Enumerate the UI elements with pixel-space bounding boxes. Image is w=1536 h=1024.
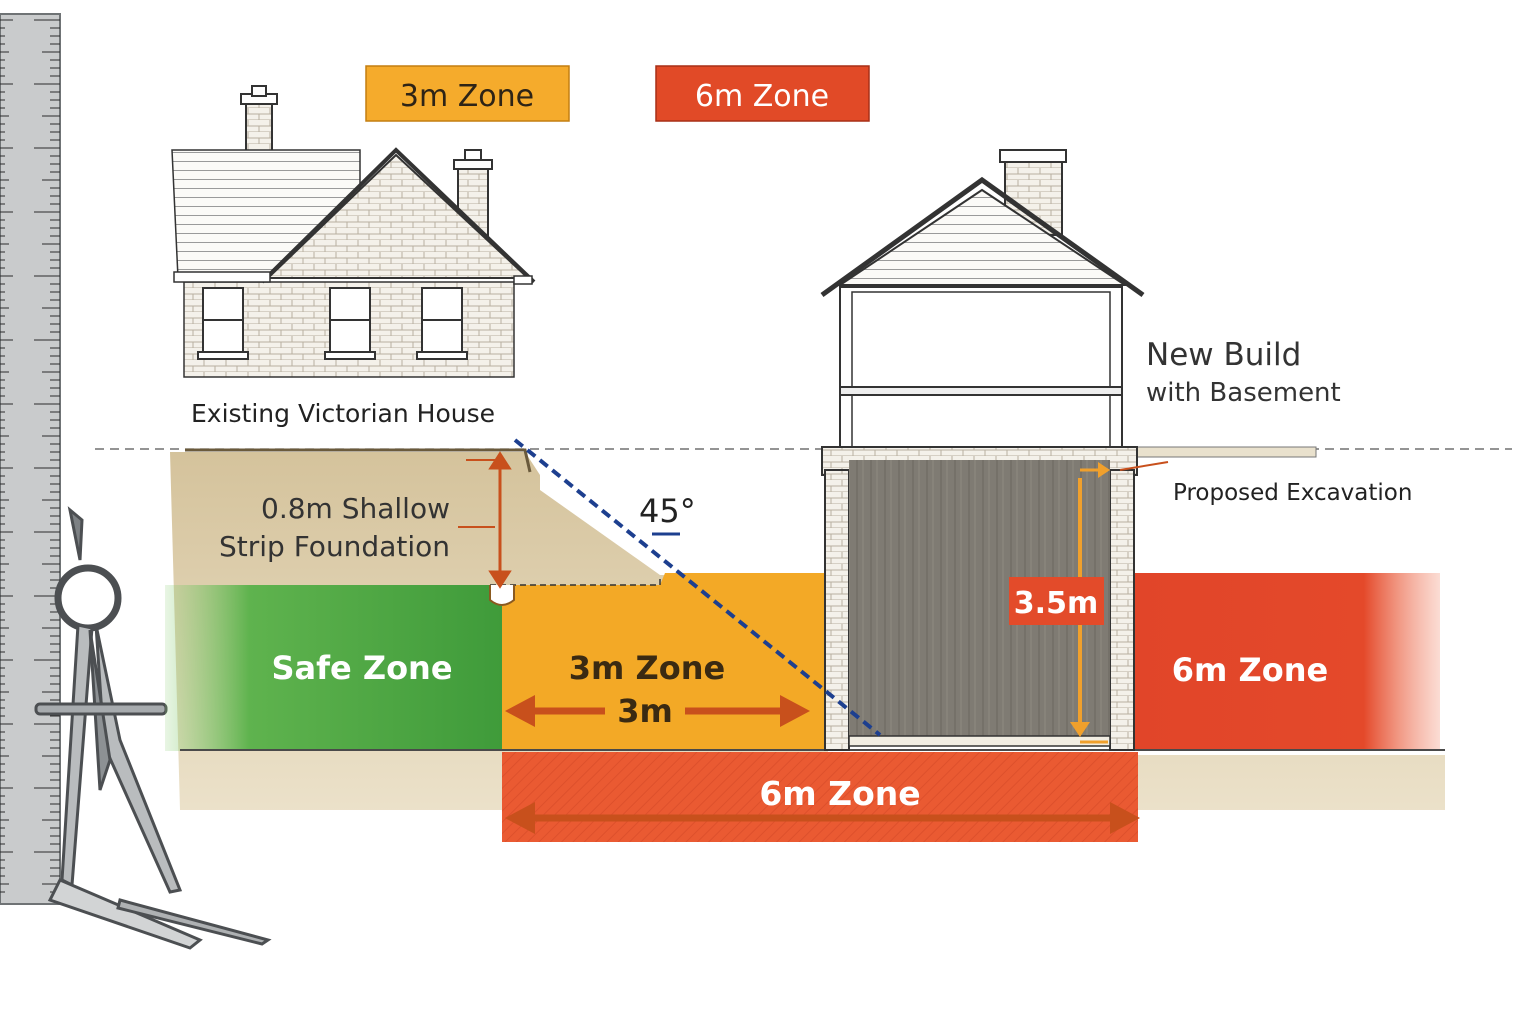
foundation-depth-arrow: [458, 451, 512, 589]
six-metre-zone-band-right: [1135, 573, 1440, 751]
legend-6m-label: 6m Zone: [695, 79, 829, 114]
zone-bands: [165, 573, 1445, 842]
safe-zone-label: Safe Zone: [271, 649, 452, 687]
safe-zone-band: [165, 585, 502, 751]
drafting-compass-illustration: [34, 506, 272, 950]
six-metre-distance-arrow: [505, 802, 1140, 834]
three-metre-zone-label: 3m Zone: [569, 649, 725, 687]
new-build-label-line1: New Build: [1146, 337, 1301, 373]
legend: 3m Zone 6m Zone: [365, 65, 870, 122]
foundation-footing: [489, 585, 515, 606]
three-metre-zone-band: [502, 573, 828, 751]
existing-victorian-house: [171, 85, 536, 378]
excavation-depth-badge: [1009, 577, 1104, 625]
ruler-illustration: [0, 13, 61, 905]
foundation-label-line2: Strip Foundation: [219, 530, 450, 563]
six-metre-zone-label-right: 6m Zone: [1172, 651, 1328, 689]
six-metre-zone-label-bottom: 6m Zone: [759, 774, 920, 813]
existing-house-label: Existing Victorian House: [191, 399, 495, 428]
angle-label: 45°: [639, 492, 696, 530]
legend-3m-label: 3m Zone: [400, 79, 534, 114]
legend-3m-swatch: [365, 65, 570, 122]
proposed-excavation-label: Proposed Excavation: [1173, 480, 1412, 506]
new-build-house: [820, 149, 1145, 751]
legend-6m-swatch: [655, 65, 870, 122]
three-metre-distance-label: 3m: [617, 692, 673, 730]
three-metre-distance-arrow: [505, 695, 810, 727]
new-build-label-line2: with Basement: [1146, 378, 1341, 408]
foundation-outline: [490, 575, 661, 586]
foundation-label-line1: 0.8m Shallow: [261, 492, 450, 525]
excavation-depth-value: 3.5m: [1014, 586, 1098, 621]
forty-five-degree-line: [513, 438, 882, 737]
